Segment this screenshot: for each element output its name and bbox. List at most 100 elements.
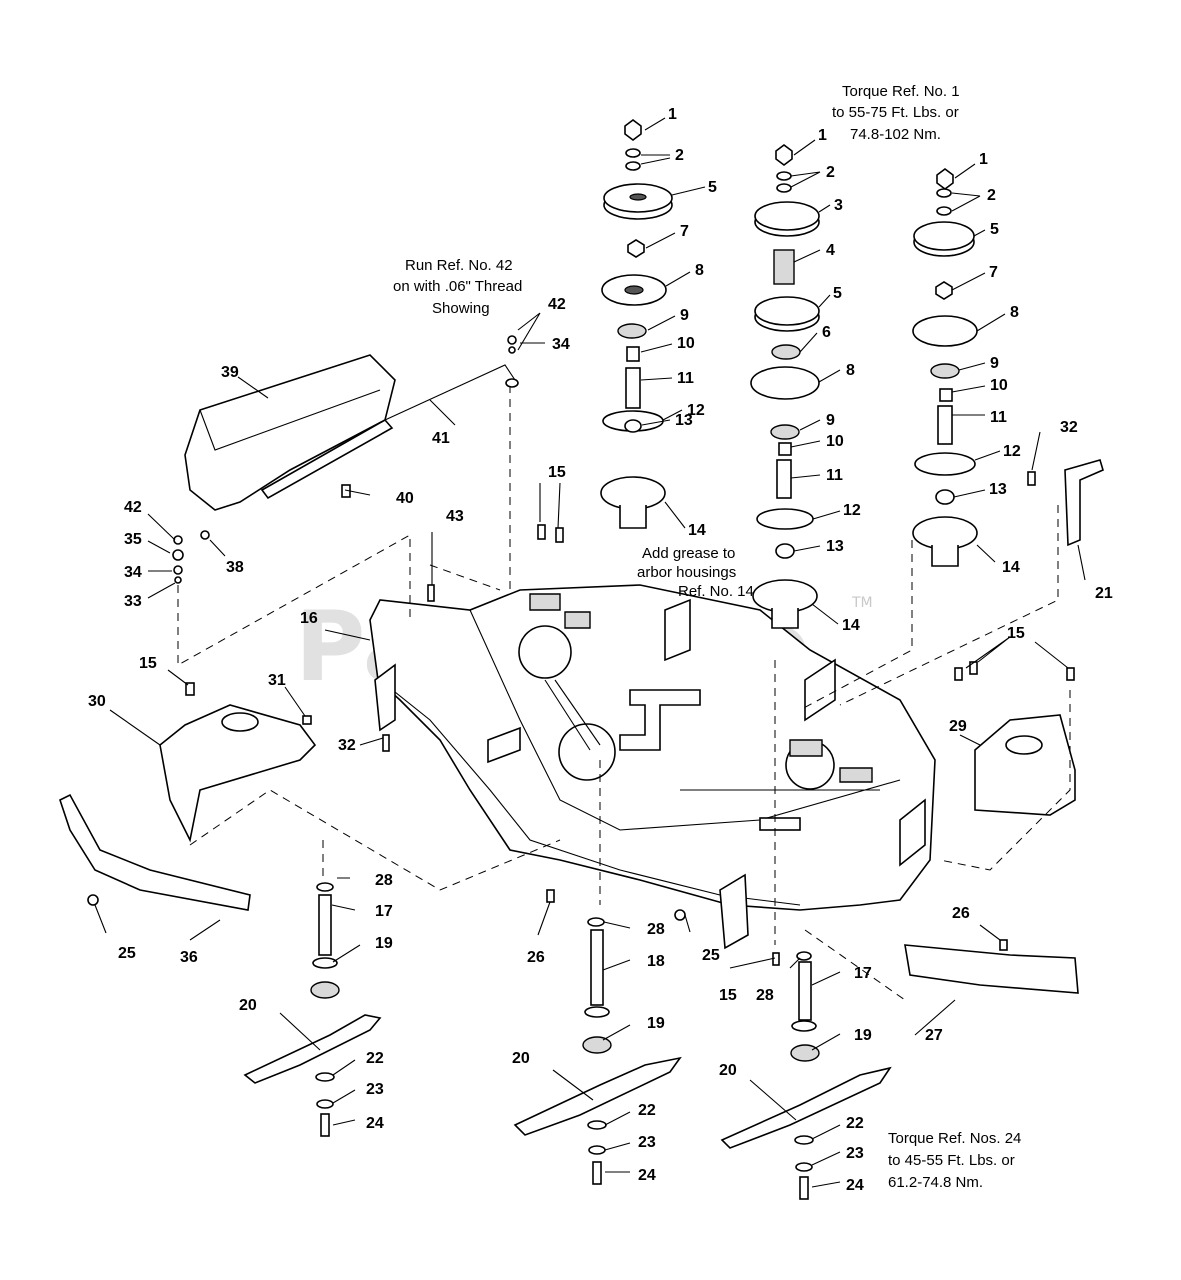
ref-label: 20	[239, 997, 257, 1014]
ref-label: 28	[375, 872, 393, 889]
ref-label: 26	[952, 905, 970, 922]
ref-label: 13	[826, 538, 844, 555]
ref-label: 34	[124, 564, 142, 581]
lower-assembly-right	[720, 951, 892, 1200]
ref-label: 6	[822, 324, 831, 341]
rod-41	[384, 364, 516, 421]
note-run-ref-line2: on with .06" Thread	[393, 278, 522, 295]
belt-cover-39	[184, 354, 396, 511]
note-torque-bottom-line3: 61.2-74.8 Nm.	[888, 1174, 983, 1191]
ref-label: 24	[846, 1177, 864, 1194]
ref-label: 15	[1007, 625, 1025, 642]
ref-label: 17	[375, 903, 393, 920]
ref-label: 12	[843, 502, 861, 519]
ref-label: 19	[647, 1015, 665, 1032]
ref-label: 15	[719, 987, 737, 1004]
ref-label: 12	[1003, 443, 1021, 460]
ref-label: 23	[638, 1134, 656, 1151]
note-run-ref-line1: Run Ref. No. 42	[405, 257, 513, 274]
note-torque-top-line1: Torque Ref. No. 1	[842, 83, 960, 100]
ref-label: 9	[826, 412, 835, 429]
ref-label: 33	[124, 593, 142, 610]
ref-label: 23	[846, 1145, 864, 1162]
ref-label: 5	[833, 285, 842, 302]
ref-label: 26	[527, 949, 545, 966]
cover-29	[974, 714, 1076, 816]
ref-label: 14	[1002, 559, 1020, 576]
ref-label: 2	[826, 164, 835, 181]
ref-label: 31	[268, 672, 286, 689]
ref-label: 36	[180, 949, 198, 966]
ref-label: 1	[979, 151, 988, 168]
ref-label: 8	[695, 262, 704, 279]
ref-label: 8	[1010, 304, 1019, 321]
ref-label: 41	[432, 430, 450, 447]
ref-label: 10	[677, 335, 695, 352]
ref-label: 39	[221, 364, 239, 381]
ref-label: 10	[990, 377, 1008, 394]
ref-label: 8	[846, 362, 855, 379]
note-torque-top-line3: 74.8-102 Nm.	[850, 126, 941, 143]
ref-label: 25	[702, 947, 720, 964]
ref-label: 25	[118, 945, 136, 962]
hardware	[87, 335, 1075, 966]
ref-label: 11	[826, 467, 843, 484]
mower-deck	[369, 584, 936, 950]
ref-label: 22	[638, 1102, 656, 1119]
ref-label: 19	[375, 935, 393, 952]
ref-label: 28	[756, 987, 774, 1004]
ref-label: 24	[366, 1115, 384, 1132]
ref-label: 20	[719, 1062, 737, 1079]
ref-label: 42	[548, 296, 566, 313]
note-grease-line3: Ref. No. 14	[678, 583, 754, 600]
ref-label: 11	[677, 370, 694, 387]
ref-label: 19	[854, 1027, 872, 1044]
ref-label: 4	[826, 242, 835, 259]
ref-label: 43	[446, 508, 464, 525]
ref-label: 35	[124, 531, 142, 548]
ref-label: 15	[548, 464, 566, 481]
ref-label: 23	[366, 1081, 384, 1098]
ref-label: 18	[647, 953, 665, 970]
ref-label: 14	[842, 617, 860, 634]
spindle-stack-center	[750, 144, 820, 629]
ref-label: 32	[338, 737, 356, 754]
note-run-ref: Run Ref. No. 42 on with .06" Thread Show…	[393, 257, 522, 317]
ref-label: 27	[925, 1027, 943, 1044]
ref-label: 17	[854, 965, 872, 982]
lower-assembly-left	[243, 882, 382, 1137]
ref-label: 5	[708, 179, 717, 196]
label-leaders	[94, 117, 1086, 1188]
ref-label: 20	[512, 1050, 530, 1067]
note-torque-bottom-line2: to 45-55 Ft. Lbs. or	[888, 1152, 1015, 1169]
bracket-21	[1064, 459, 1104, 547]
note-grease-line1: Add grease to	[642, 545, 735, 562]
note-torque-top-line2: to 55-75 Ft. Lbs. or	[832, 104, 959, 121]
ref-label: 13	[675, 412, 693, 429]
ref-label: 24	[638, 1167, 656, 1184]
ref-label: 38	[226, 559, 244, 576]
reference-labels: 1 2 5 7 8 9 10 11 12 13 14 1 2 3 4 5 6 8…	[88, 106, 1113, 1194]
spindle-stack-left	[600, 119, 673, 529]
note-torque-top: Torque Ref. No. 1 to 55-75 Ft. Lbs. or 7…	[832, 83, 960, 143]
note-run-ref-line3: Showing	[432, 300, 490, 317]
ref-label: 1	[668, 106, 677, 123]
ref-label: 11	[990, 409, 1007, 426]
ref-label: 1	[818, 127, 827, 144]
note-grease: Add grease to arbor housings Ref. No. 14	[637, 545, 754, 600]
ref-label: 12	[687, 402, 705, 419]
ref-label: 34	[552, 336, 570, 353]
ref-label: 5	[990, 221, 999, 238]
ref-label: 13	[989, 481, 1007, 498]
lower-assembly-center	[513, 917, 682, 1185]
ref-label: 9	[680, 307, 689, 324]
note-grease-line2: arbor housings	[637, 564, 736, 581]
ref-label: 10	[826, 433, 844, 450]
ref-label: 2	[675, 147, 684, 164]
ref-label: 7	[989, 264, 998, 281]
ref-label: 32	[1060, 419, 1078, 436]
ref-label: 40	[396, 490, 414, 507]
ref-label: 21	[1095, 585, 1113, 602]
baffle-36	[59, 793, 251, 911]
